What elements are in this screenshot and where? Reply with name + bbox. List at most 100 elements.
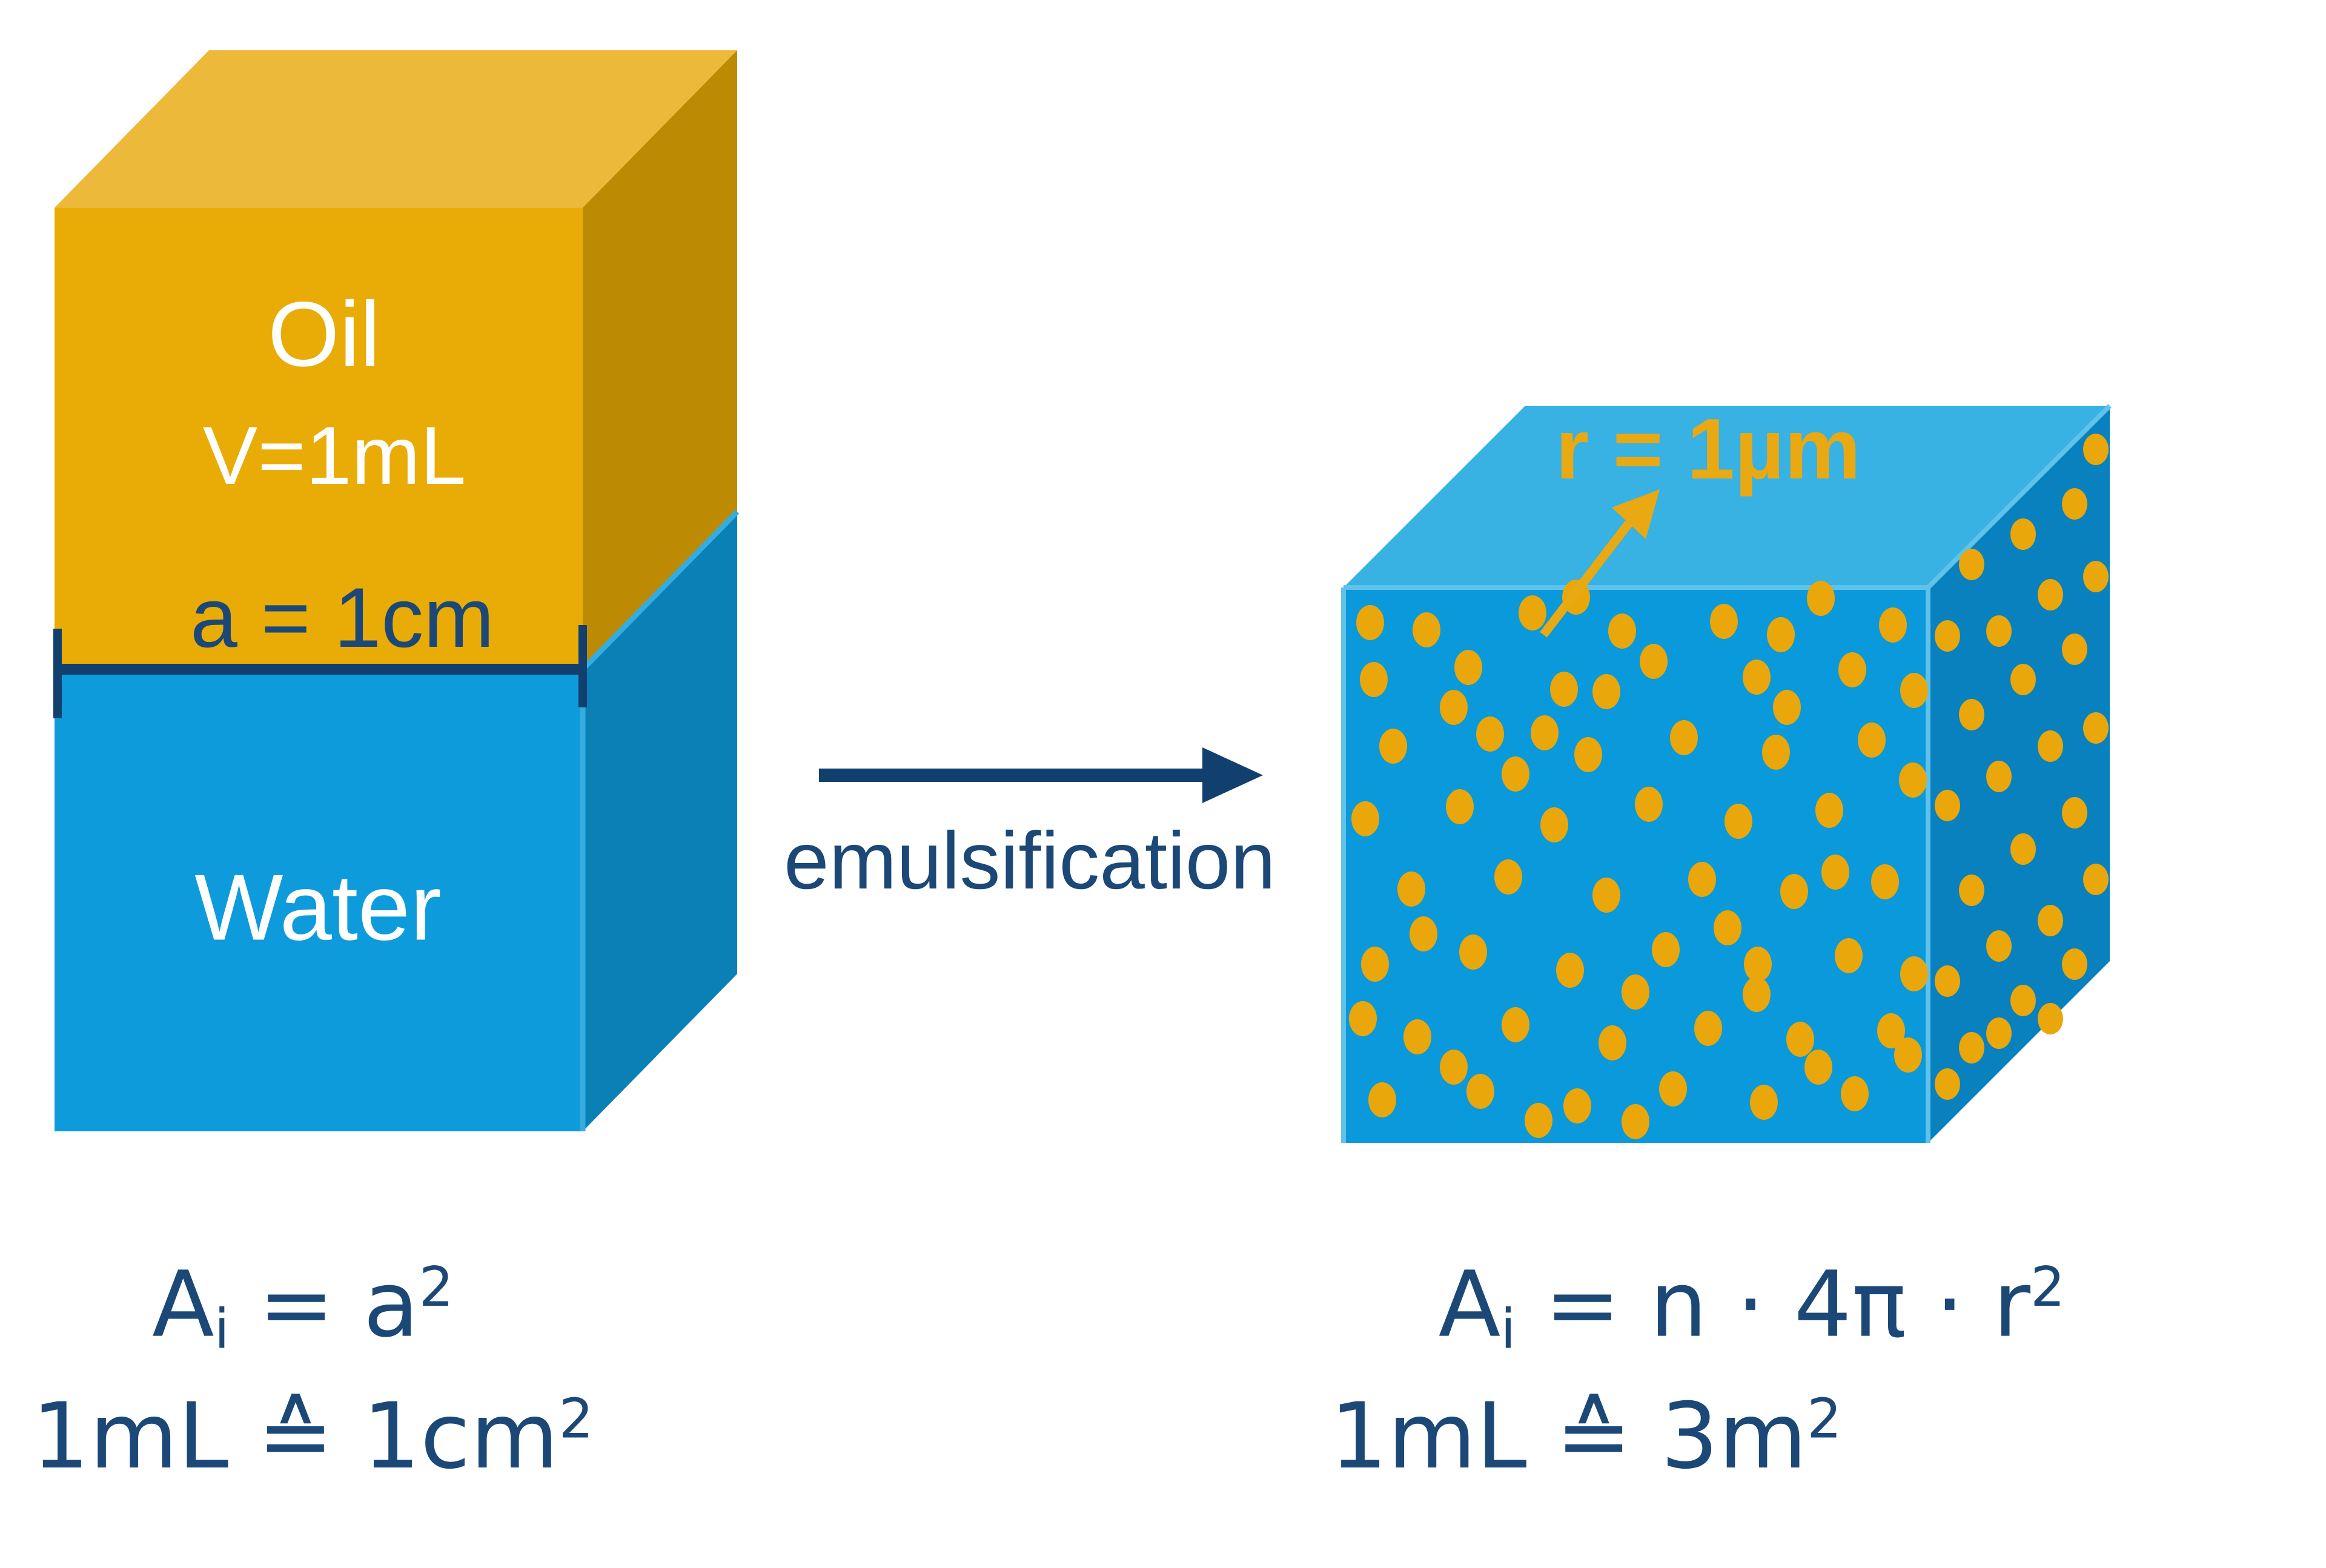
oil-droplet <box>1750 1085 1778 1120</box>
oil-droplet <box>1804 1050 1832 1085</box>
oil-droplet <box>1531 715 1559 750</box>
oil-droplet <box>2010 833 2036 865</box>
oil-droplet <box>1550 672 1578 707</box>
oil-droplet <box>1556 953 1584 988</box>
oil-droplet <box>1356 605 1384 640</box>
oil-droplet <box>1900 673 1928 708</box>
oil-droplet <box>1986 761 2012 792</box>
oil-droplet <box>1360 662 1388 697</box>
oil-droplet <box>1807 581 1835 616</box>
water-front-face <box>55 669 583 1131</box>
oil-droplet <box>1440 1050 1468 1085</box>
formula-superscript: 2 <box>1807 1387 1842 1451</box>
oil-volume-label: V=1mL <box>202 409 466 501</box>
oil-droplet <box>1592 674 1620 709</box>
oil-droplet <box>1986 615 2012 647</box>
oil-droplet <box>1349 1001 1377 1036</box>
oil-droplet <box>1725 804 1752 839</box>
oil-droplet <box>1986 930 2012 962</box>
oil-droplet <box>1454 650 1482 685</box>
formula-body: = a <box>229 1252 419 1358</box>
oil-droplet <box>2083 561 2109 592</box>
formula-superscript: 2 <box>2030 1255 2066 1320</box>
oil-droplet <box>1935 620 1960 652</box>
oil-droplet <box>2062 633 2087 665</box>
oil-droplet <box>1413 612 1440 647</box>
oil-droplet <box>1563 1088 1591 1123</box>
oil-droplet <box>2062 948 2087 980</box>
emulsion-top-side-edge <box>1926 404 2112 589</box>
oil-droplet <box>1525 1103 1552 1138</box>
oil-droplet <box>1459 935 1487 970</box>
edge-dimension-line <box>53 625 587 718</box>
oil-droplet <box>1959 1032 1984 1064</box>
oil-droplet <box>1899 762 1927 798</box>
oil-droplet <box>1608 614 1636 649</box>
oil-droplet <box>1502 756 1529 792</box>
oil-droplet <box>1743 977 1771 1012</box>
formula-superscript: 2 <box>419 1255 454 1320</box>
formula-subscript: i <box>1500 1297 1516 1361</box>
oil-droplet <box>1694 1011 1722 1046</box>
emulsion-top-face <box>1344 406 2110 587</box>
oil-label: Oil <box>268 283 380 386</box>
oil-droplet <box>1361 947 1389 982</box>
oil-droplet <box>1688 862 1716 897</box>
oil-droplet <box>1622 1104 1649 1139</box>
left-area-formula: Ai = a2 <box>152 1260 454 1357</box>
emulsification-arrow <box>819 747 1263 803</box>
oil-droplet <box>1877 1013 1905 1048</box>
oil-droplet <box>1959 699 1984 730</box>
oil-droplet <box>1592 878 1620 913</box>
oil-front-face <box>55 208 583 669</box>
edge-length-label: a = 1cm <box>190 570 494 665</box>
side-face-droplets <box>1935 434 2109 1100</box>
formula-body: = n · 4π · r <box>1516 1252 2030 1358</box>
oil-droplet <box>1659 1071 1687 1107</box>
radius-arrow-head <box>1612 489 1660 539</box>
formula-body: 1mL ≙ 3m <box>1330 1384 1807 1489</box>
oil-droplet <box>1762 735 1790 770</box>
oil-droplet <box>1351 801 1379 836</box>
process-label: emulsification <box>784 816 1276 906</box>
front-face-droplets <box>1349 580 1928 1139</box>
oil-droplet <box>2083 712 2109 744</box>
oil-droplet <box>1599 1025 1626 1060</box>
oil-droplet <box>1640 644 1668 679</box>
oil-droplet <box>1466 1074 1494 1109</box>
oil-droplet <box>2010 985 2036 1016</box>
oil-droplet <box>1379 729 1407 764</box>
formula-symbol: A <box>1438 1252 1501 1358</box>
oil-droplet <box>2038 1003 2063 1034</box>
oil-droplet <box>1710 604 1738 639</box>
oil-droplet <box>1574 737 1602 772</box>
oil-droplet <box>1780 874 1808 909</box>
oil-droplet <box>1743 660 1771 695</box>
radius-arrow <box>1540 489 1660 638</box>
oil-droplet <box>1410 916 1437 951</box>
formula-symbol: A <box>152 1252 214 1358</box>
right-equivalence-formula: 1mL ≙ 3m2 <box>1330 1391 1842 1482</box>
emulsion-cube <box>1341 404 2112 1143</box>
oil-water-cube <box>53 50 740 1131</box>
oil-droplet <box>2038 730 2063 762</box>
oil-droplet <box>1838 652 1866 687</box>
oil-droplet <box>2062 797 2087 829</box>
water-label: Water <box>194 855 442 960</box>
oil-droplet <box>1368 1082 1396 1117</box>
arrow-head <box>1202 747 1263 803</box>
oil-droplet <box>1519 595 1546 630</box>
oil-droplet <box>1935 1068 1960 1100</box>
left-equivalence-formula: 1mL ≙ 1cm2 <box>31 1391 593 1482</box>
oil-droplet <box>1821 855 1849 890</box>
oil-droplet <box>1786 1022 1814 1057</box>
oil-droplet <box>1841 1076 1869 1111</box>
oil-droplet <box>1403 1019 1431 1054</box>
formula-body: 1mL ≙ 1cm <box>31 1384 559 1489</box>
radius-arrow-shaft <box>1540 520 1632 638</box>
oil-droplet <box>1744 947 1772 982</box>
water-side-top-edge <box>580 509 740 672</box>
oil-droplet <box>1714 910 1741 945</box>
